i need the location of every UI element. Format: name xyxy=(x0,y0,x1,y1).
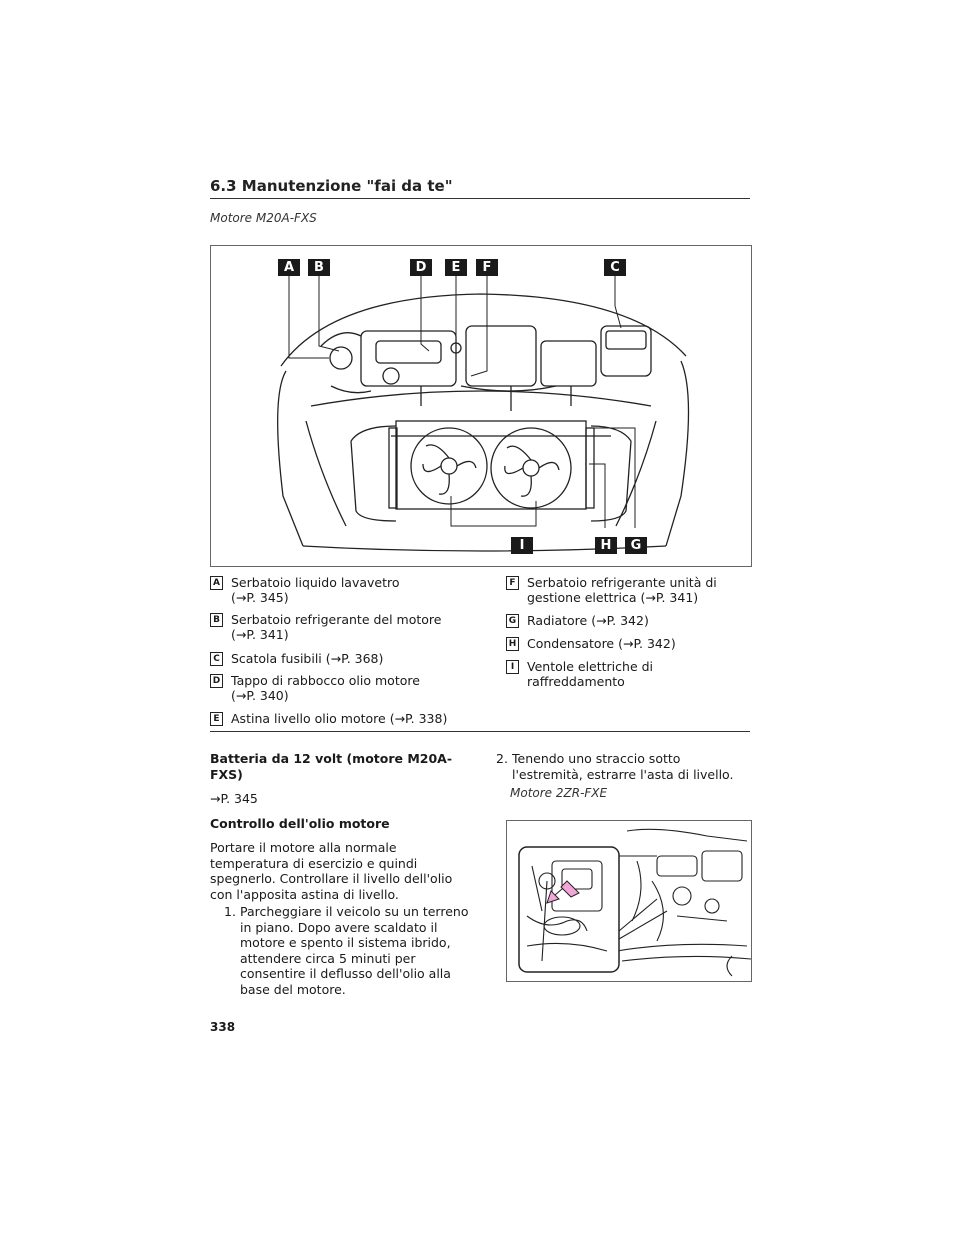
legend-item-h: H Condensatore (→P. 342) xyxy=(506,636,676,651)
callout-d: D xyxy=(410,259,432,276)
dipstick-illustration xyxy=(506,820,752,982)
header-rule xyxy=(210,198,750,199)
legend-item-e: E Astina livello olio motore (→P. 338) xyxy=(210,711,447,726)
dipstick-drawing xyxy=(518,828,751,977)
oil-intro: Portare il motore alla normale temperatu… xyxy=(210,840,453,902)
battery-heading: Batteria da 12 volt (motore M20A-FXS) xyxy=(210,751,453,782)
callout-c: C xyxy=(604,259,626,276)
figure1-caption: Motore M20A-FXS xyxy=(210,211,317,225)
legend-item-i: I Ventole elettriche di raffreddamento xyxy=(506,659,750,689)
engine-illustration: A B D E F C I H G xyxy=(210,245,752,567)
legend: A Serbatoio liquido lavavetro(→P. 345) B… xyxy=(210,575,750,726)
legend-item-a: A Serbatoio liquido lavavetro(→P. 345) xyxy=(210,575,400,605)
callout-a: A xyxy=(278,259,300,276)
left-column: Batteria da 12 volt (motore M20A-FXS) →P… xyxy=(210,751,480,997)
legend-item-g: G Radiatore (→P. 342) xyxy=(506,613,649,628)
page-number: 338 xyxy=(210,1020,236,1034)
section-title: 6.3 Manutenzione "fai da te" xyxy=(210,177,453,195)
oil-heading: Controllo dell'olio motore xyxy=(210,815,390,831)
engine-drawing xyxy=(277,270,690,552)
step-2: 2. Tenendo uno straccio sotto l'estremit… xyxy=(496,751,734,782)
callout-b: B xyxy=(308,259,330,276)
legend-item-d: D Tappo di rabbocco olio motore(→P. 340) xyxy=(210,673,420,703)
legend-rule xyxy=(210,731,750,732)
step-1: 1. Parcheggiare il veicolo su un terreno… xyxy=(224,904,469,997)
callout-e: E xyxy=(445,259,467,276)
legend-item-c: C Scatola fusibili (→P. 368) xyxy=(210,651,383,666)
right-column: 2. Tenendo uno straccio sotto l'estremit… xyxy=(496,751,752,782)
figure2-caption: Motore 2ZR-FXE xyxy=(510,786,608,800)
callout-i: I xyxy=(511,537,533,554)
callout-f: F xyxy=(476,259,498,276)
callout-g: G xyxy=(625,537,647,554)
legend-item-b: B Serbatoio refrigerante del motore(→P. … xyxy=(210,612,441,642)
callout-h: H xyxy=(595,537,617,554)
battery-ref: →P. 345 xyxy=(210,791,258,806)
